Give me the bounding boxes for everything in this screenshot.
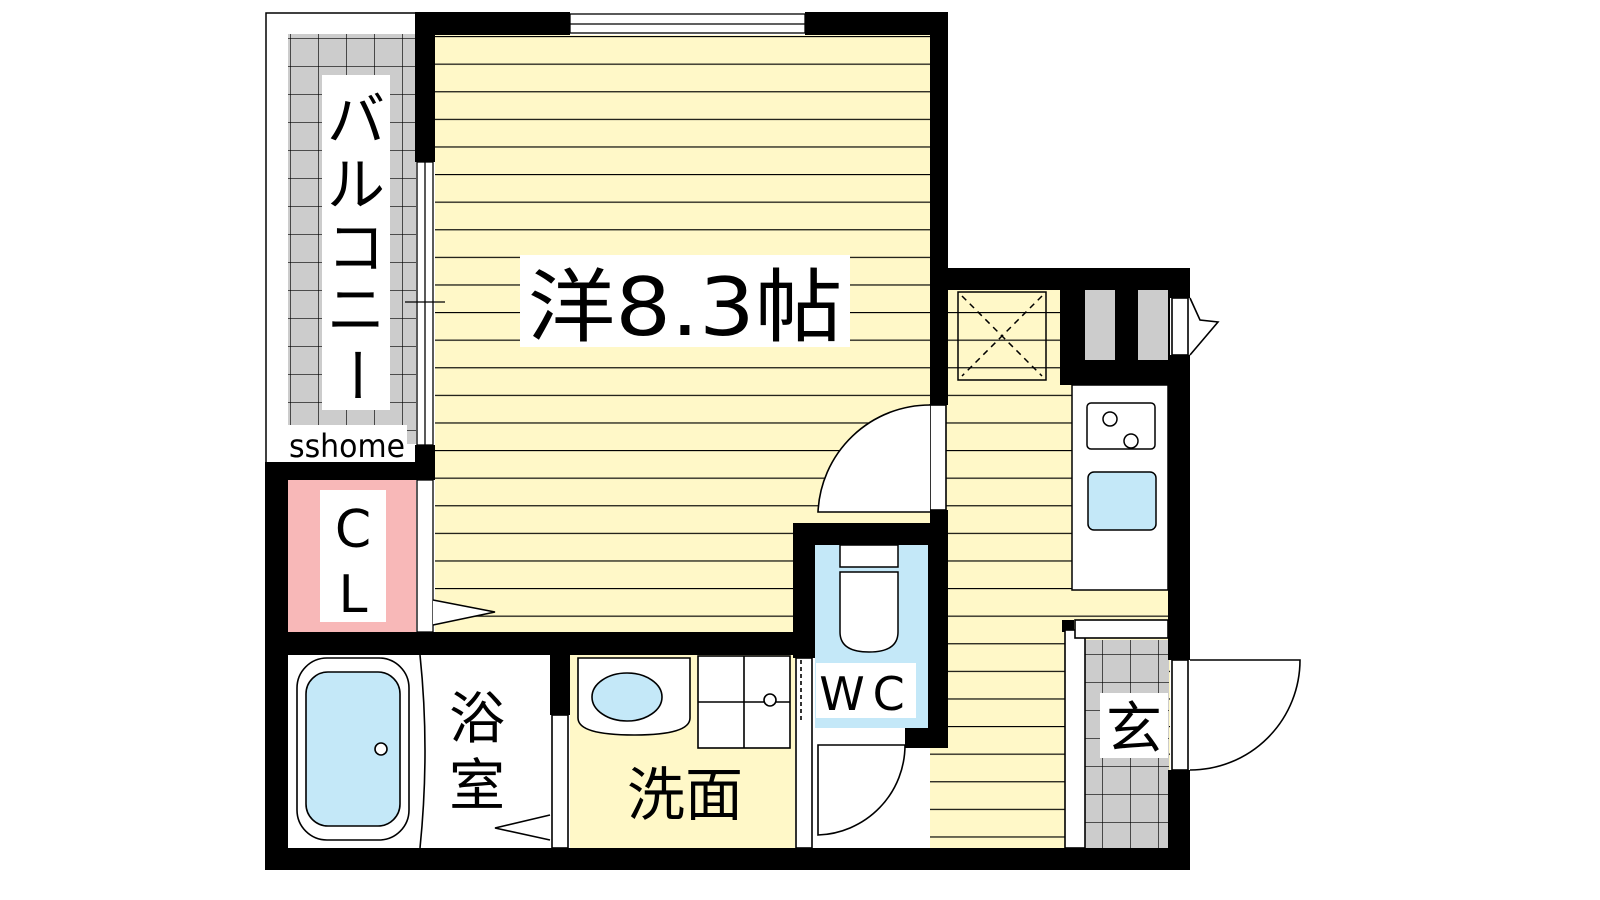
windows <box>405 13 806 633</box>
doors <box>432 297 1301 849</box>
washroom-label: 洗面 <box>627 761 743 829</box>
balcony-label: バ ル コ ニ ー <box>322 86 390 404</box>
bath-fixtures <box>296 654 802 849</box>
bathroom-label-2: 室 <box>449 754 505 819</box>
svg-text:ル: ル <box>327 151 385 219</box>
entrance-label: 玄 <box>1106 697 1162 762</box>
toilet-label: WC <box>819 667 913 721</box>
closet-label-c: C <box>335 500 371 560</box>
kitchen-fixtures <box>957 290 1169 591</box>
sink-icon <box>1087 471 1157 531</box>
washbasin-icon <box>591 672 663 722</box>
walls <box>265 12 1190 870</box>
svg-text:コ: コ <box>327 214 385 282</box>
toilet-icon <box>839 544 899 653</box>
stove-icon <box>1086 402 1156 450</box>
closet-label-l: L <box>339 565 368 625</box>
svg-text:ー: ー <box>322 346 390 404</box>
watermark: sshome <box>289 427 405 465</box>
svg-text:バ: バ <box>327 86 385 154</box>
svg-text:ニ: ニ <box>327 276 385 344</box>
bathtub-icon <box>305 671 401 827</box>
western-room-label: 洋8.3帖 <box>528 261 843 354</box>
bathroom-label-1: 浴 <box>449 687 505 752</box>
balcony <box>265 12 419 466</box>
